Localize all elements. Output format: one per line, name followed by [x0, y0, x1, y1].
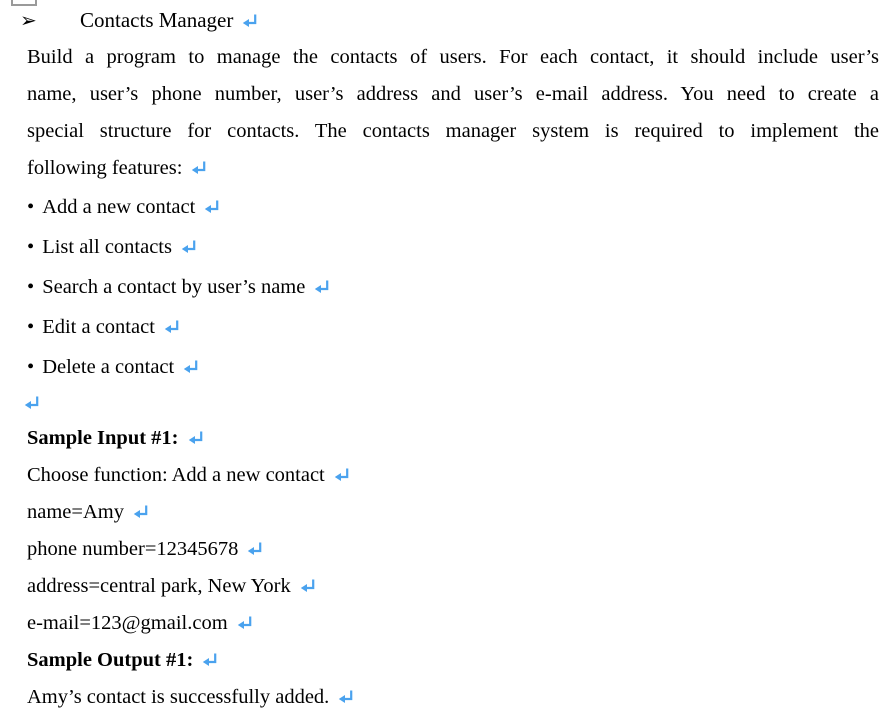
- bullet-marker: •: [27, 236, 35, 258]
- sample-input-line: address=central park, New York: [0, 568, 894, 605]
- bullet-marker: •: [27, 196, 35, 218]
- return-mark-icon: [205, 200, 219, 213]
- bullet-marker: •: [27, 276, 35, 298]
- bullet-marker: •: [27, 356, 35, 378]
- sample-input-label: Sample Input #1:: [27, 427, 179, 449]
- sample-output-line: Amy’s contact is successfully added.: [0, 679, 894, 716]
- empty-paragraph: [0, 387, 894, 420]
- clipped-object-border: [11, 0, 37, 6]
- feature-bullet-item: •Edit a contact: [27, 307, 879, 347]
- intro-paragraph: Build a program to manage the contacts o…: [0, 39, 894, 187]
- return-mark-icon: [248, 542, 262, 555]
- return-mark-icon: [315, 280, 329, 293]
- feature-bullet-item: •List all contacts: [27, 227, 879, 267]
- feature-bullet-item: •Add a new contact: [27, 187, 879, 227]
- bullet-marker: •: [27, 316, 35, 338]
- return-mark-icon: [133, 505, 148, 518]
- return-mark-icon: [237, 616, 251, 629]
- return-mark-icon: [192, 161, 206, 174]
- return-mark-icon: [334, 468, 349, 481]
- heading-line: ➢ Contacts Manager: [0, 0, 894, 39]
- arrow-bullet-icon: ➢: [20, 8, 37, 32]
- sample-input-line: phone number=12345678: [0, 531, 894, 568]
- intro-line: special structure for contacts. The cont…: [27, 120, 879, 142]
- sample-input-label-line: Sample Input #1:: [0, 420, 894, 457]
- sample-input-line: e-mail=123@gmail.com: [0, 605, 894, 642]
- sample-output-label-line: Sample Output #1:: [0, 642, 894, 679]
- return-mark-icon: [339, 690, 353, 703]
- return-mark-icon: [181, 240, 196, 253]
- page-title: Contacts Manager: [80, 8, 234, 32]
- intro-line-last: following features:: [27, 150, 879, 187]
- sample-input-line: Choose function: Add a new contact: [0, 457, 894, 494]
- feature-bullet-item: •Search a contact by user’s name: [27, 267, 879, 307]
- feature-list: •Add a new contact •List all contacts •S…: [0, 187, 894, 387]
- return-mark-icon: [300, 579, 315, 592]
- return-mark-icon: [243, 14, 257, 27]
- return-mark-icon: [203, 653, 217, 666]
- sample-input-line: name=Amy: [0, 494, 894, 531]
- return-mark-icon: [184, 360, 198, 373]
- intro-line: Build a program to manage the contacts o…: [27, 46, 879, 68]
- return-mark-icon: [188, 431, 202, 444]
- feature-bullet-item: •Delete a contact: [27, 347, 879, 387]
- return-mark-icon: [24, 396, 39, 409]
- return-mark-icon: [164, 320, 179, 333]
- sample-output-label: Sample Output #1:: [27, 649, 194, 671]
- intro-line: name, user’s phone number, user’s addres…: [27, 83, 879, 105]
